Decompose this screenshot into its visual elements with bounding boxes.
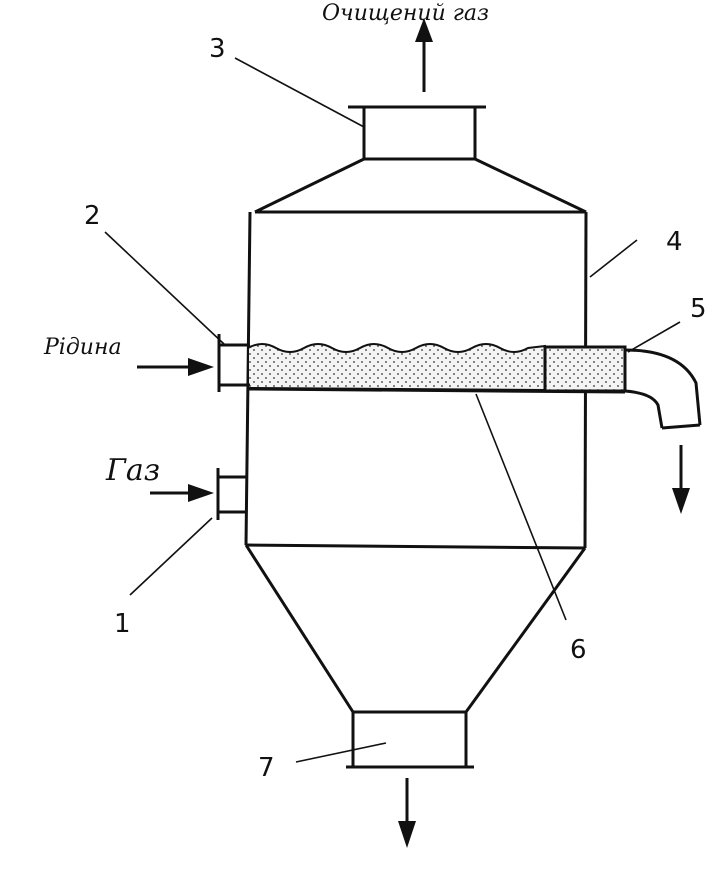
liquid-label: Рідина [43,335,122,360]
gas-inlet-nozzle [216,468,247,520]
bottom-discharge-arrow [398,778,416,848]
bottom-outlet-nozzle [346,710,474,769]
callout-1: 1 [114,609,131,639]
top-gas-outlet-nozzle [348,105,486,161]
bottom-cone [244,544,587,713]
callout-2: 2 [84,201,101,231]
liquid-outlet-arrow [672,445,690,514]
clean-gas-arrow [415,18,433,92]
gas-label: Газ [105,453,160,488]
top-cone [254,157,587,214]
gas-inlet-arrow [150,484,214,502]
liquid-overflow-outlet [543,345,702,430]
callout-6: 6 [570,635,587,665]
clean-gas-label: Очищений газ [322,1,489,26]
foam-layer [247,343,546,392]
callout-7: 7 [258,753,275,783]
liquid-inlet-nozzle [217,334,250,392]
callout-3: 3 [209,34,226,64]
leader-lines [104,57,681,763]
callout-4: 4 [666,227,683,257]
liquid-inlet-arrow [137,358,214,376]
callout-5: 5 [690,294,707,324]
